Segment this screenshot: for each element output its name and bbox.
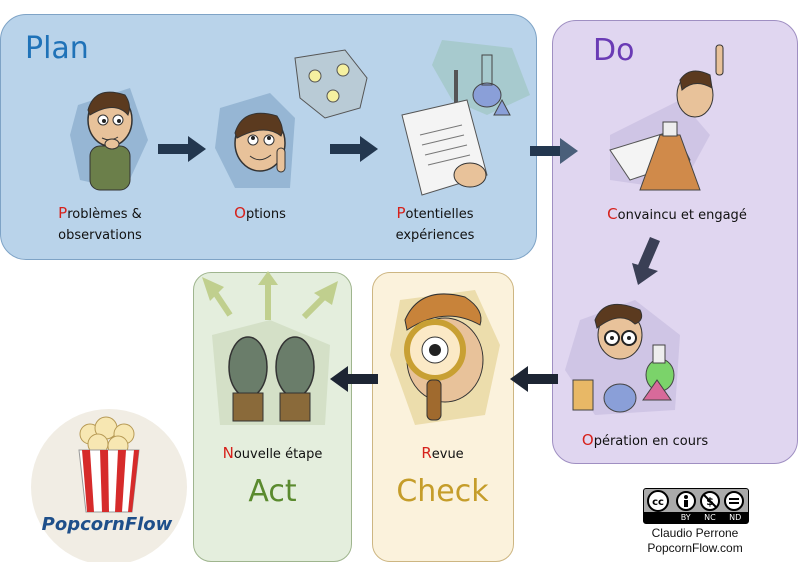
caption-problems: Problèmes & observations — [58, 204, 142, 243]
arrow-plan-to-do — [530, 138, 578, 164]
caption-review: Revue — [421, 444, 464, 462]
caption-convinced: Convaincu et engagé — [607, 205, 747, 223]
check-title: Check — [396, 474, 489, 509]
experiment-paper-illustration — [401, 40, 530, 196]
badge-nc: NC — [704, 513, 716, 522]
arrow-options-to-experiments — [330, 136, 378, 162]
arrow-convinced-to-operation — [632, 237, 660, 285]
caption-options: Options — [234, 204, 286, 222]
author-site: PopcornFlow.com — [647, 541, 743, 555]
options-man-illustration — [215, 49, 368, 188]
review-magnifier-illustration — [390, 290, 500, 425]
popcorn-icon — [31, 409, 187, 562]
act-title: Act — [248, 474, 297, 509]
cc-icons: cc $ — [647, 490, 744, 512]
badge-by: BY — [680, 513, 691, 522]
cc-license-badge: cc $ BY NC ND — [643, 488, 749, 524]
caption-experiments: Potentielles expériences — [395, 204, 475, 243]
badge-nd: ND — [729, 513, 742, 522]
arrow-problems-to-options — [158, 136, 206, 162]
plan-title: Plan — [25, 31, 89, 66]
popcornflow-logo: PopcornFlow — [24, 402, 194, 562]
caption-next-step: Nouvelle étape — [222, 444, 323, 462]
author-name: Claudio Perrone — [651, 526, 739, 540]
svg-text:cc: cc — [652, 497, 664, 508]
next-step-feet-illustration — [202, 271, 338, 425]
convinced-scientist-illustration — [609, 44, 724, 191]
arrow-check-to-act — [330, 366, 378, 392]
logo-text: PopcornFlow — [41, 514, 173, 535]
thinking-man-illustration — [70, 88, 148, 191]
license-block: cc $ BY NC ND Claudio Perrone PopcornFlo… — [635, 488, 755, 558]
arrow-do-to-check — [510, 366, 558, 392]
do-title: Do — [593, 33, 635, 68]
caption-operation: Opération en cours — [581, 431, 709, 449]
operation-scientist-illustration — [565, 300, 680, 415]
